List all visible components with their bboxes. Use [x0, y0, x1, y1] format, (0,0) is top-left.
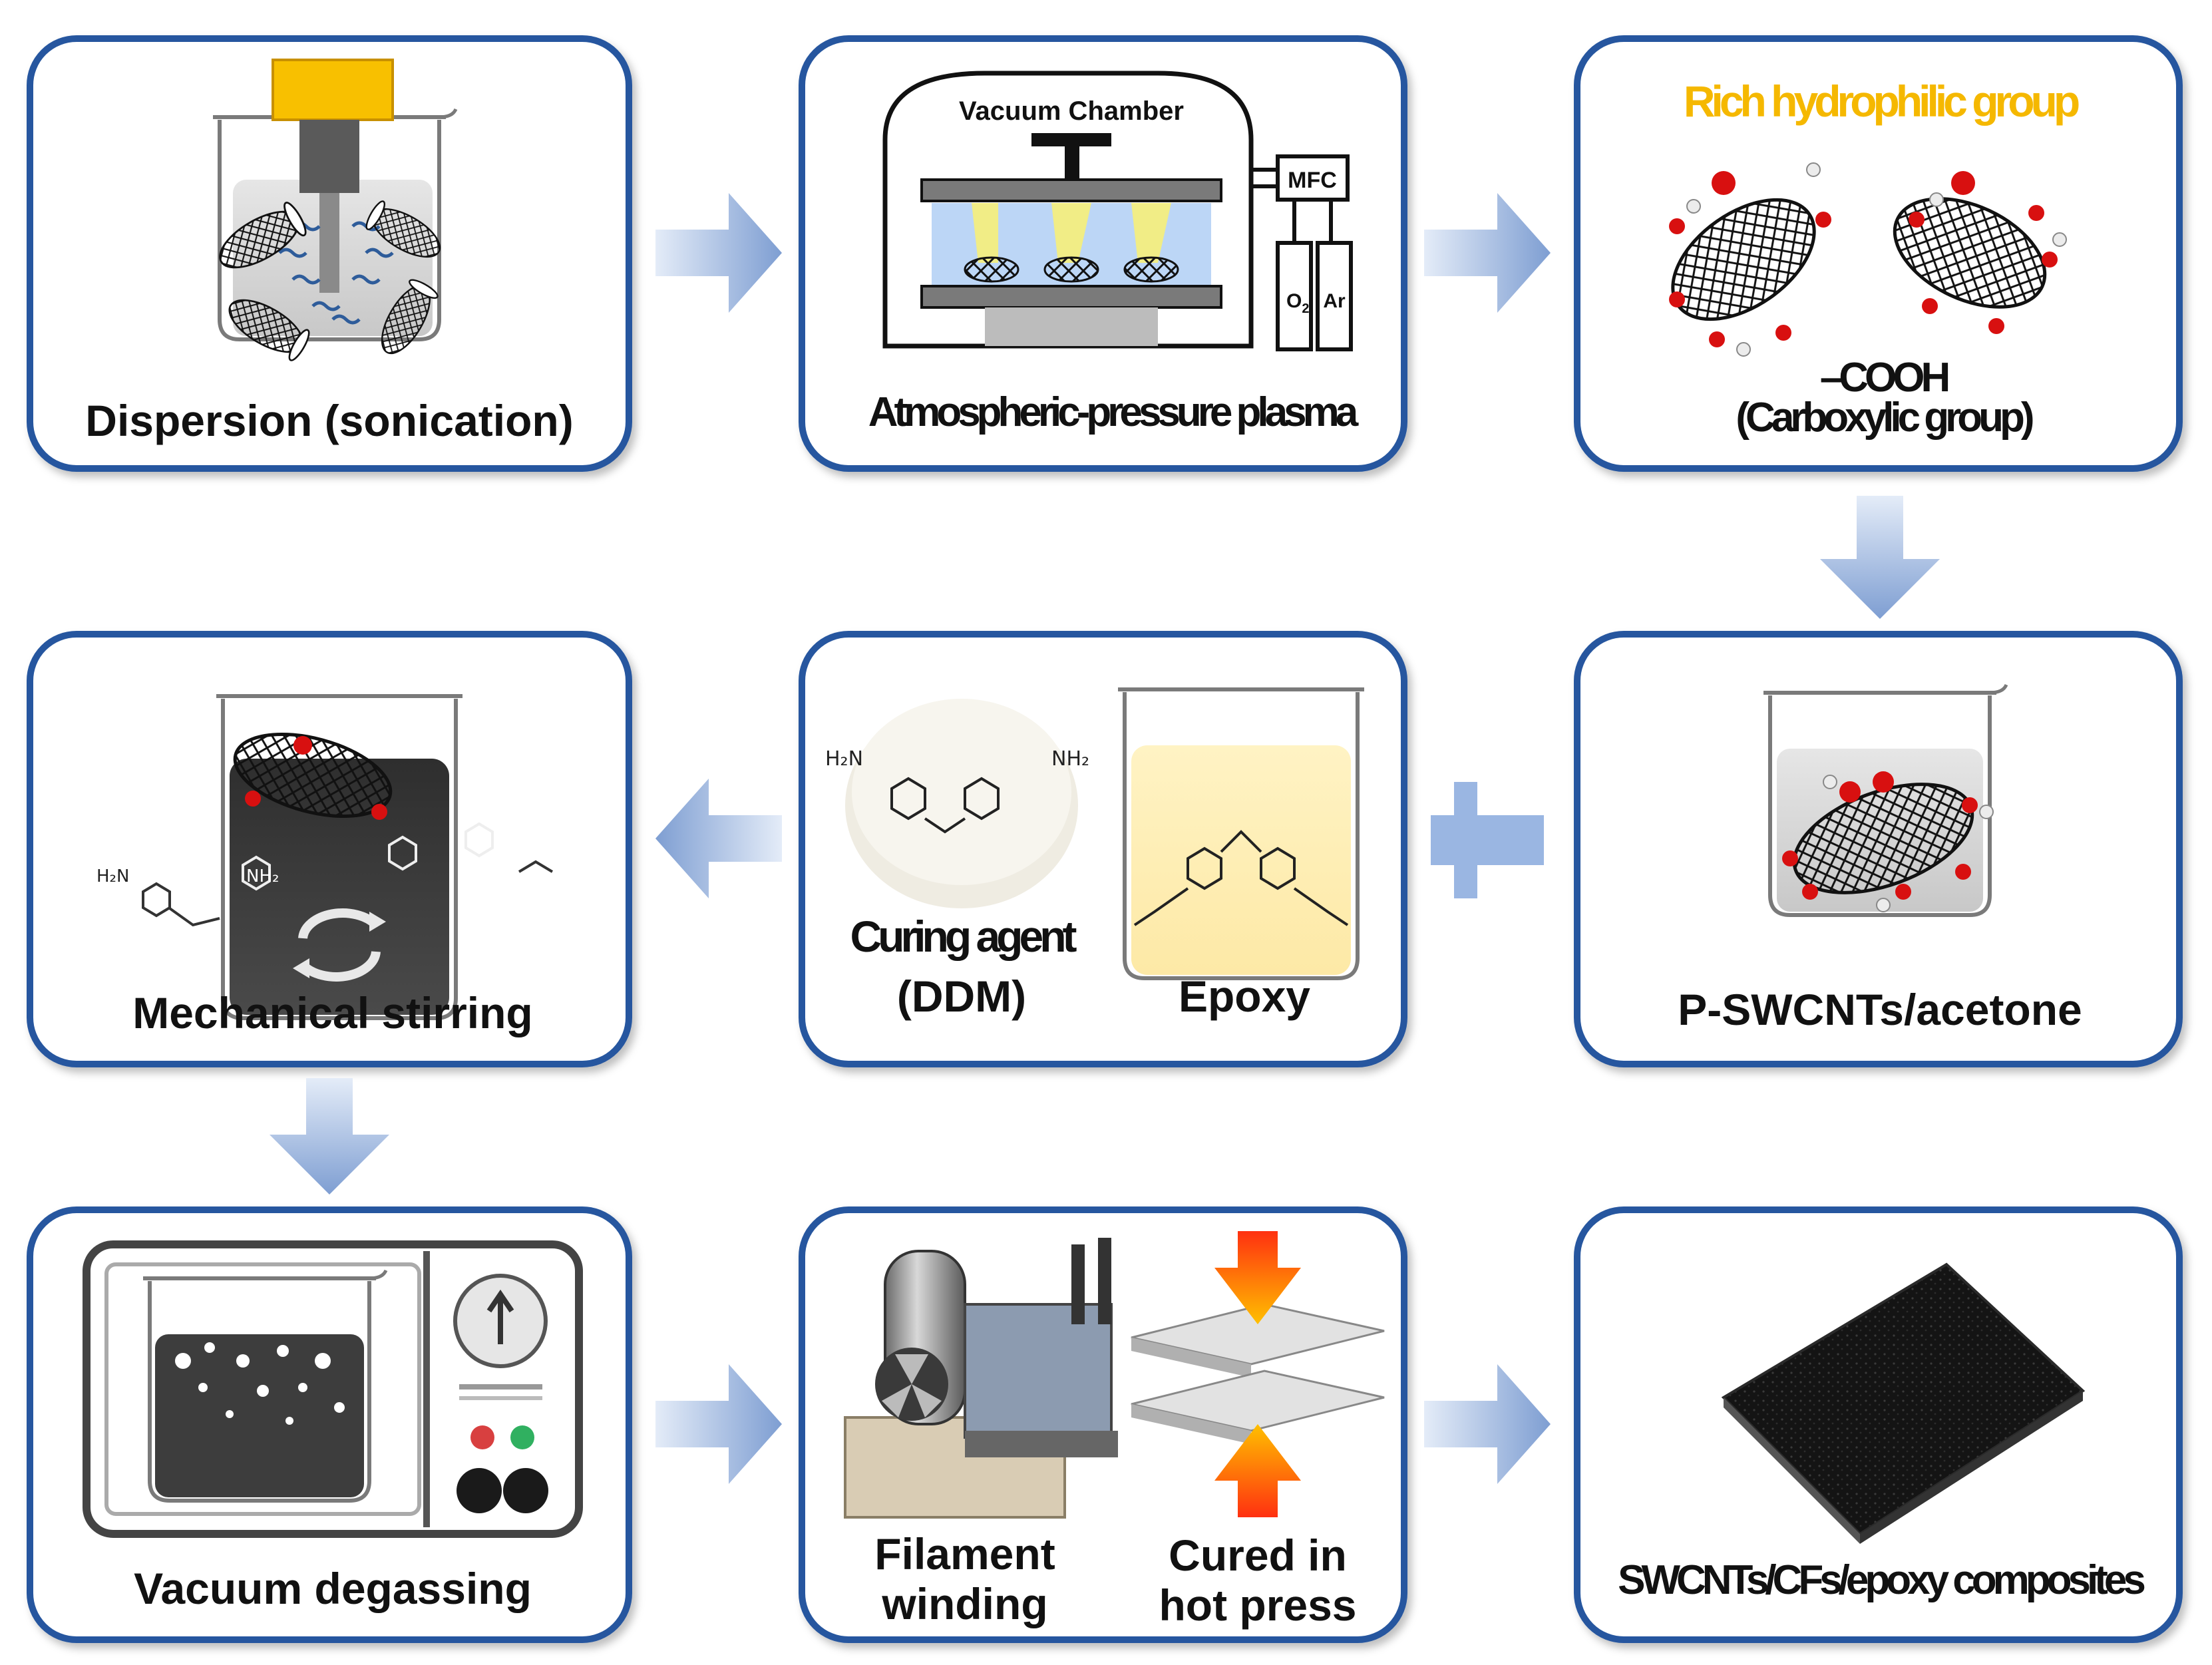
- gas-ar-label: Ar: [1323, 290, 1346, 312]
- bubbles: [175, 1342, 345, 1425]
- arrow-right-icon: [1424, 1364, 1551, 1484]
- arrow-down-icon: [1820, 496, 1940, 619]
- plasma-label: Atmospheric-pressure plasma: [868, 389, 1359, 435]
- stirring-h2n-label: H₂N: [96, 866, 129, 886]
- panel-dispersion: Dispersion (sonication): [27, 35, 632, 472]
- carboxylic-group-label: (Carboxylic group): [1736, 395, 2033, 441]
- rotation-icon: [298, 908, 381, 982]
- panel-plasma: Vacuum Chamber MFC: [799, 35, 1407, 472]
- dispersion-label: Dispersion (sonication): [85, 396, 573, 445]
- ddm-powder: H₂N NH₂: [825, 699, 1089, 908]
- control-knob: [457, 1468, 502, 1513]
- cured-in-label: Cured in: [1169, 1531, 1347, 1580]
- panel-fabrication: Filament winding Cured in hot press: [799, 1206, 1407, 1643]
- plus-icon: [1431, 782, 1544, 898]
- arrow-right-icon: [655, 1364, 782, 1484]
- arrow-left-icon: [655, 779, 782, 898]
- stirring-label: Mechanical stirring: [132, 988, 533, 1037]
- panel-functional: Rich hydrophilic group –COOH (Carboxylic…: [1574, 35, 2183, 472]
- vacuum-oven: [83, 1240, 583, 1538]
- degassing-beaker: [143, 1270, 386, 1501]
- filament-label: Filament: [874, 1529, 1055, 1578]
- control-knob: [503, 1468, 548, 1513]
- plasma-beams: [972, 203, 1171, 263]
- degassing-label: Vacuum degassing: [134, 1564, 532, 1613]
- chamber-label: Vacuum Chamber: [959, 96, 1184, 126]
- cooh-formula: –COOH: [1820, 355, 1948, 401]
- panel-product: SWCNTs/CFs/epoxy composites: [1574, 1206, 2183, 1643]
- gas-supply: MFC O2 Ar: [1251, 154, 1353, 351]
- curing-agent-label: Curing agent: [850, 912, 1077, 961]
- arrow-right-icon: [1424, 193, 1551, 313]
- functionalized-nanotube-icon: [1893, 197, 2047, 309]
- molecule-sketch: [242, 822, 494, 891]
- filament-winding-machine: [844, 1238, 1118, 1519]
- hydrogen-atoms: [1686, 162, 2067, 357]
- epoxy-beaker: [1118, 687, 1364, 980]
- hydrogen-atoms: [1823, 775, 1994, 912]
- hot-press-label: hot press: [1159, 1580, 1356, 1630]
- oxygen-atoms: [1782, 771, 1978, 900]
- composites-label: SWCNTs/CFs/epoxy composites: [1618, 1557, 2144, 1603]
- oxygen-atoms: [1669, 171, 2058, 347]
- panel-stirring: H₂N NH₂ Mechanical stirring: [27, 631, 632, 1067]
- status-light-green: [510, 1425, 534, 1449]
- press-arrow-up: [1214, 1424, 1301, 1517]
- status-light-red: [470, 1425, 494, 1449]
- panel-degassing: Vacuum degassing: [27, 1206, 632, 1643]
- functionalized-nanotube-icon: [233, 732, 393, 819]
- press-arrow-down: [1214, 1231, 1301, 1324]
- panel-resin: H₂N NH₂ Curing agent (DDM) Epoxy: [799, 631, 1407, 1067]
- arrow-down-icon: [270, 1078, 389, 1195]
- ddm-h2n-label: H₂N: [825, 747, 863, 771]
- pressure-gauge-icon: [453, 1274, 548, 1368]
- ddm-nh2-label: NH₂: [1051, 747, 1089, 771]
- mfc-label: MFC: [1288, 168, 1337, 193]
- p-swcnts-label: P-SWCNTs/acetone: [1678, 985, 2082, 1034]
- flow-arrows: [270, 193, 1940, 1484]
- ddm-label: (DDM): [897, 972, 1026, 1021]
- arrow-right-icon: [655, 193, 782, 313]
- stirring-nh2-label: NH₂: [246, 866, 279, 886]
- treated-nanotubes: [964, 256, 1179, 283]
- composite-plate-icon: [1721, 1262, 2086, 1544]
- gas-o2-label: O2: [1286, 290, 1309, 316]
- stirring-beaker: [216, 694, 462, 1020]
- epoxy-label: Epoxy: [1179, 972, 1310, 1021]
- winding-label: winding: [881, 1579, 1047, 1628]
- panel-dispersed: P-SWCNTs/acetone: [1574, 631, 2183, 1067]
- hydrophilic-heading: Rich hydrophilic group: [1684, 77, 2079, 126]
- vacuum-chamber: Vacuum Chamber: [882, 71, 1254, 349]
- hot-press-icon: [1131, 1231, 1385, 1517]
